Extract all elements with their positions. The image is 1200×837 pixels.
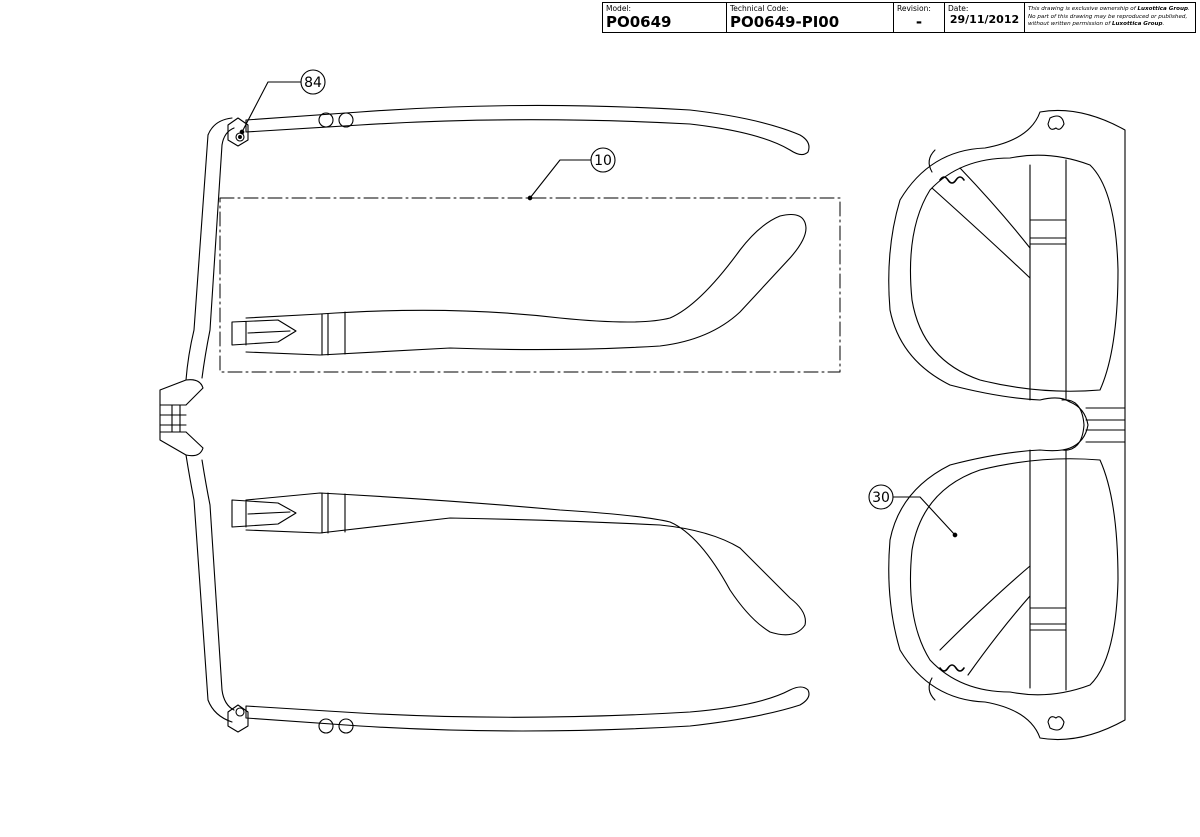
model-value: PO0649 (606, 13, 672, 31)
title-block: Model: PO0649 Technical Code: PO0649-PI0… (602, 2, 1196, 33)
upper-temple-rivet-2 (338, 112, 354, 128)
upper-lens (909, 154, 1119, 392)
frame-front-bar-inner (201, 127, 235, 711)
ownership-notice-cell: This drawing is exclusive ownership of L… (1025, 3, 1195, 32)
lower-lens-reflection (939, 565, 1031, 676)
date-value: 29/11/2012 (949, 13, 1020, 26)
bridge-bottom (185, 431, 204, 457)
upper-side-temple (245, 213, 807, 356)
upper-hinge (227, 117, 249, 147)
upper-temple (245, 104, 810, 156)
upper-lens-reflection (931, 167, 1031, 279)
lower-hinge (227, 704, 249, 733)
top-view (159, 104, 810, 734)
notice-line1-prefix: This drawing is exclusive ownership of (1028, 6, 1138, 12)
revision-cell: Revision: - (894, 3, 945, 32)
callout-10-leader-dot (527, 195, 533, 201)
bridge-marks (159, 404, 187, 433)
bridge-detail (1061, 399, 1126, 451)
lower-lens (909, 458, 1119, 696)
ownership-notice: This drawing is exclusive ownership of L… (1028, 6, 1193, 29)
technical-code-value: PO0649-PI00 (730, 13, 840, 31)
callout-84-leader (241, 81, 302, 133)
upper-temple-reflection (1029, 159, 1067, 401)
upper-side-temple-hinge (231, 319, 297, 346)
lower-side-temple (245, 492, 806, 636)
model-label: Model: (606, 4, 632, 13)
date-label: Date: (948, 4, 969, 13)
notice-line1-suffix: . (1187, 6, 1190, 12)
technical-code-cell: Technical Code: PO0649-PI00 (727, 3, 894, 32)
revision-label: Revision: (897, 4, 931, 13)
upper-side-temple-core-band (321, 311, 346, 356)
notice-line3-company: Luxottica Group (1111, 21, 1163, 28)
notice-line3-prefix: without written permission of (1028, 21, 1112, 28)
frame-front-bar (159, 117, 233, 723)
lower-keyhole (1047, 716, 1065, 731)
lower-end-piece (928, 677, 936, 701)
lower-side-temple-core-band (321, 492, 346, 534)
upper-lens-logo (939, 176, 965, 184)
callout-10-label: 10 (594, 153, 612, 169)
callout-30-leader (892, 496, 956, 536)
upper-keyhole (1047, 115, 1065, 130)
revision-value: - (915, 13, 923, 31)
upper-end-piece (928, 149, 936, 173)
lower-side-temple-hinge (231, 499, 297, 528)
upper-hinge-screw-center (238, 135, 242, 139)
callouts: 84 10 30 (239, 69, 958, 538)
notice-line2: No part of this drawing may be reproduce… (1028, 13, 1188, 20)
lower-temple (245, 686, 810, 732)
callout-84-label: 84 (304, 75, 322, 91)
lower-hinge-screw (235, 707, 245, 717)
callout-30-label: 30 (872, 490, 890, 506)
side-temple-views (219, 197, 841, 636)
front-view (888, 109, 1126, 741)
lower-temple-reflection (1029, 449, 1067, 691)
notice-line1-company: Luxottica Group (1137, 6, 1188, 12)
bridge-top (185, 379, 204, 406)
lower-temple-rivet-1 (318, 718, 334, 734)
technical-code-label: Technical Code: (730, 4, 789, 13)
front-frame-outline (888, 109, 1126, 741)
upper-temple-rivet-1 (318, 112, 334, 128)
notice-line3-suffix: . (1162, 21, 1165, 28)
lower-temple-rivet-2 (338, 718, 354, 734)
callout-10-leader (529, 159, 592, 199)
callout-30-leader-dot (952, 532, 958, 538)
model-cell: Model: PO0649 (603, 3, 727, 32)
date-cell: Date: 29/11/2012 (945, 3, 1025, 32)
detail-box-10 (219, 197, 841, 373)
lower-lens-logo (939, 664, 965, 672)
callout-84-leader-dot (239, 129, 245, 135)
